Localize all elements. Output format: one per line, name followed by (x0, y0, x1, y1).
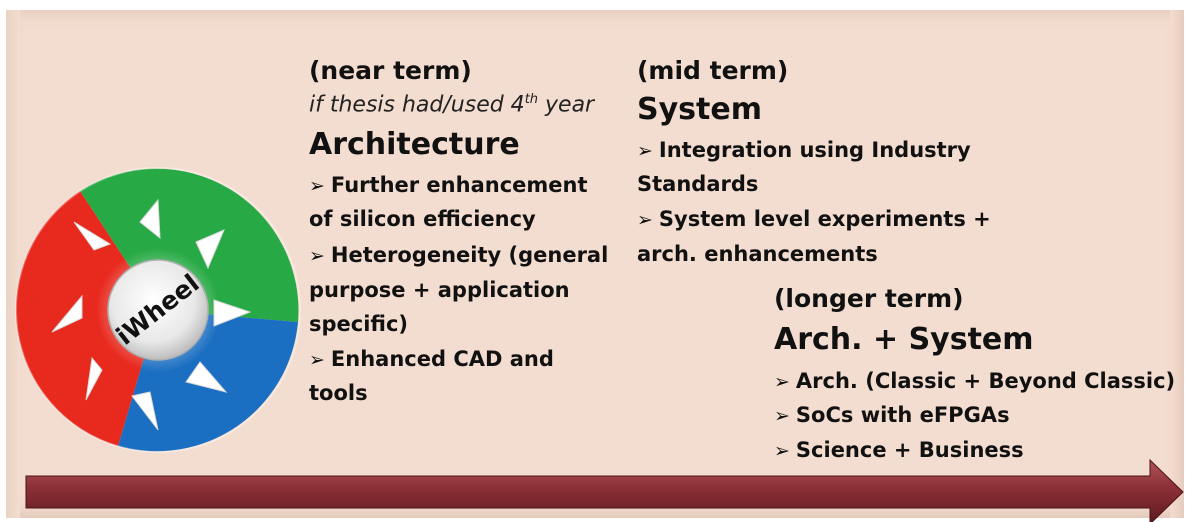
mid-term-heading: System (637, 92, 762, 127)
panel-bevel-right (1170, 10, 1184, 518)
wheel-segment-green (80, 168, 299, 322)
mid-item-2: ➢System level experiments + (637, 202, 991, 237)
near-item-1-cont: of silicon efficiency (309, 207, 536, 231)
near-item-2-cont2: specific) (309, 312, 409, 336)
near-term-note-text: if thesis had/used 4 (309, 92, 525, 118)
near-item-1-text: Further enhancement (330, 173, 588, 197)
bullet-arrow-icon: ➢ (637, 140, 653, 162)
bullet-arrow-icon: ➢ (309, 349, 325, 371)
longer-term-heading: Arch. + System (774, 322, 1034, 357)
bullet-arrow-icon: ➢ (774, 405, 790, 427)
bullet-arrow-icon: ➢ (774, 440, 790, 462)
longer-item-3-text: Science + Business (795, 438, 1024, 462)
mid-item-2-cont: arch. enhancements (637, 242, 878, 266)
near-term-note: if thesis had/used 4th year (309, 92, 594, 117)
mid-term-label: (mid term) (637, 56, 789, 85)
iwheel-graphic: iWheel (15, 167, 301, 453)
bullet-arrow-icon: ➢ (637, 209, 653, 231)
sun-rays (51, 198, 252, 431)
near-term-note-suffix: year (538, 92, 595, 118)
near-item-3: ➢Enhanced CAD and (309, 342, 554, 377)
near-item-2: ➢Heterogeneity (general (309, 238, 608, 273)
longer-item-1-text: Arch. (Classic + Beyond Classic) (795, 369, 1176, 393)
bullet-arrow-icon: ➢ (309, 175, 325, 197)
wheel-segment-red (15, 191, 159, 446)
panel-bevel-top (6, 10, 1184, 24)
longer-item-3: ➢Science + Business (774, 433, 1024, 468)
mid-item-1: ➢Integration using Industry (637, 133, 971, 168)
near-term-label: (near term) (309, 56, 472, 85)
near-item-1: ➢Further enhancement (309, 168, 588, 203)
mid-item-1-text: Integration using Industry (658, 138, 971, 162)
near-item-2-cont: purpose + application (309, 278, 570, 302)
near-item-3-cont: tools (309, 381, 368, 405)
longer-item-2: ➢SoCs with eFPGAs (774, 398, 1010, 433)
panel-bevel-left (6, 10, 20, 518)
near-item-3-text: Enhanced CAD and (330, 347, 554, 371)
near-term-note-sup: th (524, 92, 539, 107)
longer-term-label: (longer term) (774, 284, 964, 313)
mid-item-2-text: System level experiments + (658, 207, 991, 231)
timeline-arrow (25, 458, 1184, 522)
bullet-arrow-icon: ➢ (774, 371, 790, 393)
near-term-heading: Architecture (309, 127, 520, 162)
longer-item-1: ➢Arch. (Classic + Beyond Classic) (774, 364, 1175, 399)
bullet-arrow-icon: ➢ (309, 245, 325, 267)
longer-item-2-text: SoCs with eFPGAs (795, 403, 1010, 427)
mid-item-1-cont: Standards (637, 172, 759, 196)
near-item-2-text: Heterogeneity (general (330, 243, 609, 267)
